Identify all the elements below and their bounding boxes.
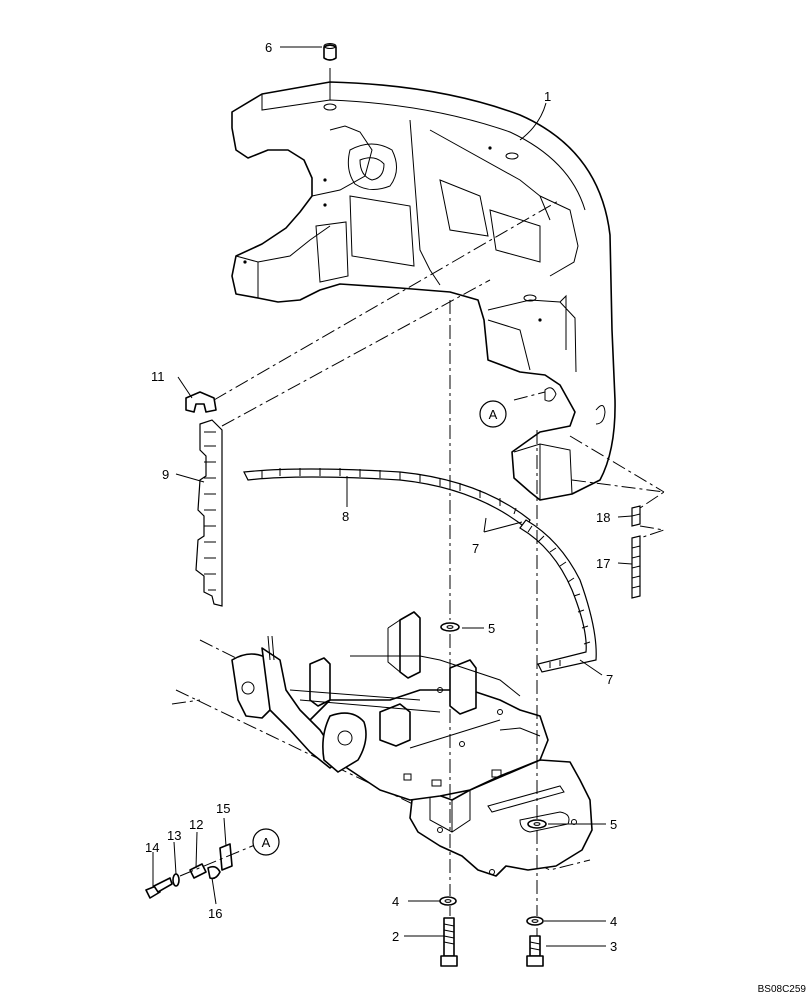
bracket-15-part: [219, 843, 233, 871]
washer-5-lower: [527, 819, 547, 829]
washer-5-upper: [440, 622, 460, 632]
callout-17: 17: [596, 556, 610, 571]
detail-marker-upper: A: [479, 400, 507, 428]
callout-12: 12: [189, 817, 203, 832]
callout-3: 3: [610, 939, 617, 954]
washer-4-left: [439, 896, 457, 906]
callout-5-upper: 5: [488, 621, 495, 636]
callout-14: 14: [145, 840, 159, 855]
nut-16-part: [207, 865, 221, 880]
drawing-code: BS08C259: [758, 984, 807, 995]
callout-9: 9: [162, 467, 169, 482]
bolt-14-part: [145, 877, 173, 899]
long-bolt-2: [440, 917, 458, 967]
callout-15: 15: [216, 801, 230, 816]
callout-7-lower: 7: [606, 672, 613, 687]
seal-strip-part: [243, 468, 531, 529]
callout-4-left: 4: [392, 894, 399, 909]
callout-numbers: 6 1 11 9 8 7 7 18 17 5 5 4 4 2 3 14 13 1…: [145, 40, 617, 954]
spacer-17-part: [631, 535, 641, 599]
assembly-lines: [179, 68, 666, 936]
curved-seal-part: [519, 519, 597, 673]
callout-6: 6: [265, 40, 272, 55]
callout-11: 11: [151, 369, 165, 384]
upper-frame: [171, 611, 593, 877]
callout-1: 1: [544, 89, 551, 104]
callout-7-upper: 7: [472, 541, 479, 556]
spacer-18-part: [631, 505, 641, 527]
clamp-12-part: [189, 863, 207, 879]
callout-4-right: 4: [610, 914, 617, 929]
callout-16: 16: [208, 906, 222, 921]
callout-5-lower: 5: [610, 817, 617, 832]
callout-2: 2: [392, 929, 399, 944]
cap-part: [323, 43, 337, 61]
short-bolt-3: [526, 935, 544, 967]
bracket-part: [185, 391, 217, 413]
detail-marker-label: A: [489, 407, 498, 422]
detail-marker-lower: A: [252, 828, 280, 856]
side-plate-part: [195, 419, 223, 607]
callout-18: 18: [596, 510, 610, 525]
leader-lines: [152, 46, 633, 947]
washer-4-right: [526, 916, 544, 926]
washer-13-part: [172, 873, 180, 887]
counterweight: [231, 81, 616, 501]
callout-13: 13: [167, 828, 181, 843]
detail-marker-label: A: [262, 835, 271, 850]
callout-8: 8: [342, 509, 349, 524]
